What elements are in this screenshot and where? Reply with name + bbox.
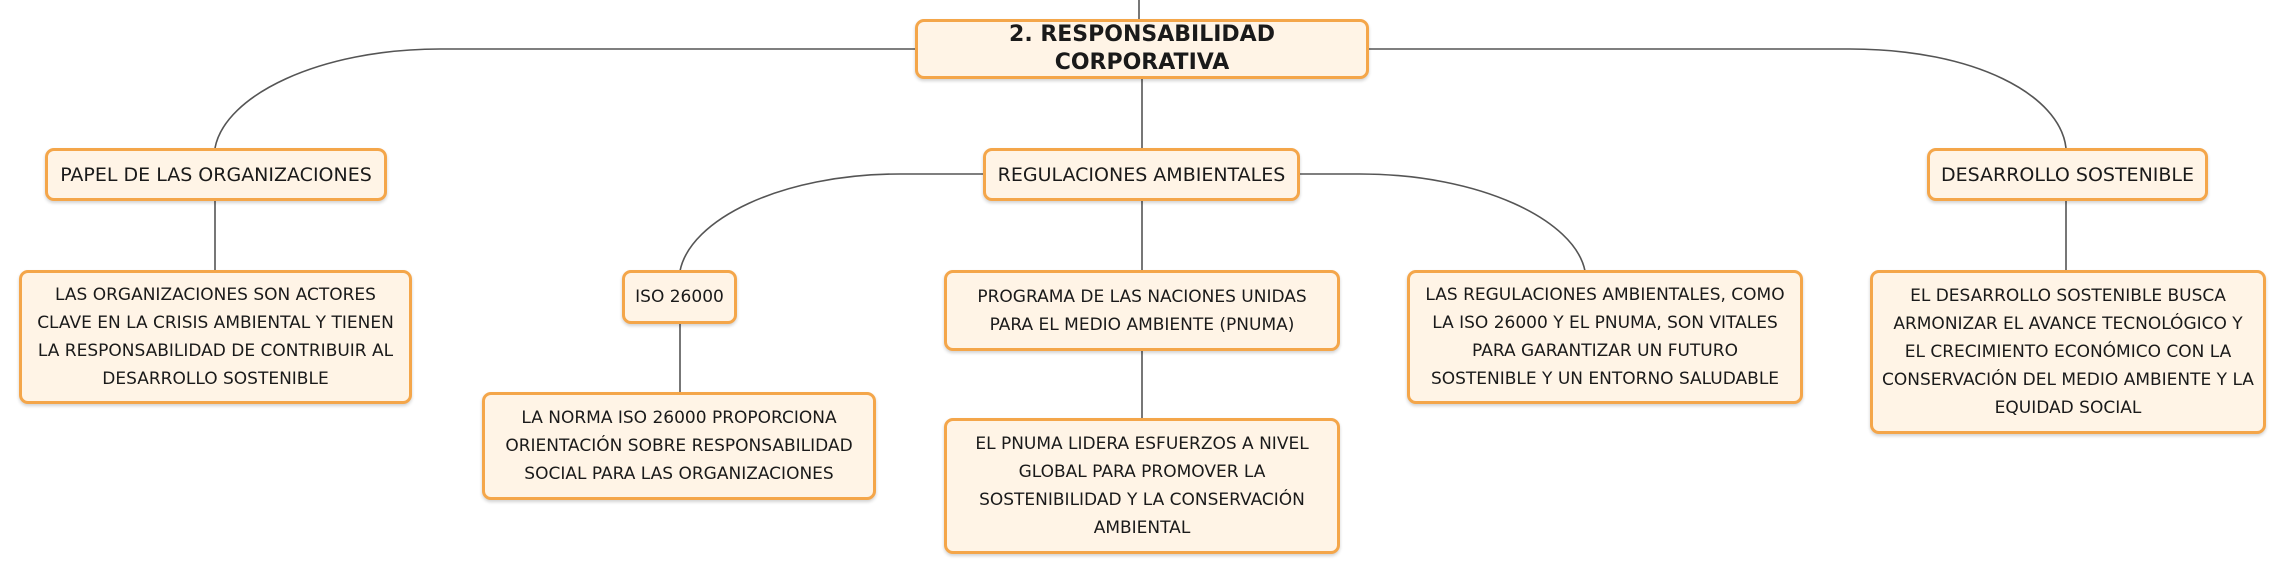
detail-iso-26000[interactable]: ISO 26000 (622, 270, 737, 324)
detail-text: EL PNUMA LIDERA ESFUERZOS A NIVEL GLOBAL… (975, 434, 1309, 538)
topic-papel-organizaciones[interactable]: PAPEL DE LAS ORGANIZACIONES (45, 148, 387, 201)
detail-text: LAS ORGANIZACIONES SON ACTORES CLAVE EN … (37, 285, 394, 389)
detail-organizaciones[interactable]: LAS ORGANIZACIONES SON ACTORES CLAVE EN … (19, 270, 412, 404)
detail-sostenible-descripcion[interactable]: EL DESARROLLO SOSTENIBLE BUSCA ARMONIZAR… (1870, 270, 2266, 434)
topic-label: PAPEL DE LAS ORGANIZACIONES (60, 163, 372, 186)
detail-text: LAS REGULACIONES AMBIENTALES, COMO LA IS… (1425, 285, 1785, 389)
detail-text: PROGRAMA DE LAS NACIONES UNIDAS PARA EL … (977, 286, 1307, 335)
detail-regulaciones-descripcion[interactable]: LAS REGULACIONES AMBIENTALES, COMO LA IS… (1407, 270, 1803, 404)
topic-regulaciones-ambientales[interactable]: REGULACIONES AMBIENTALES (983, 148, 1300, 201)
link-root-papel (214, 48, 915, 149)
link-root-desarrollo (1369, 48, 2067, 149)
root-node[interactable]: 2. RESPONSABILIDAD CORPORATIVA (915, 19, 1369, 79)
detail-text: EL DESARROLLO SOSTENIBLE BUSCA ARMONIZAR… (1882, 286, 2254, 418)
detail-iso-descripcion[interactable]: LA NORMA ISO 26000 PROPORCIONA ORIENTACI… (482, 392, 876, 500)
topic-label: DESARROLLO SOSTENIBLE (1940, 163, 2195, 186)
topic-desarrollo-sostenible[interactable]: DESARROLLO SOSTENIBLE (1927, 148, 2208, 201)
link-regulaciones-desc (1300, 173, 1586, 272)
detail-text: LA NORMA ISO 26000 PROPORCIONA ORIENTACI… (505, 408, 853, 484)
link-regulaciones-iso (679, 173, 983, 272)
detail-pnuma[interactable]: PROGRAMA DE LAS NACIONES UNIDAS PARA EL … (944, 270, 1340, 351)
topic-label: REGULACIONES AMBIENTALES (997, 163, 1286, 186)
detail-text: ISO 26000 (635, 287, 724, 307)
detail-pnuma-descripcion[interactable]: EL PNUMA LIDERA ESFUERZOS A NIVEL GLOBAL… (944, 418, 1340, 554)
root-label: 2. RESPONSABILIDAD CORPORATIVA (1009, 22, 1275, 75)
